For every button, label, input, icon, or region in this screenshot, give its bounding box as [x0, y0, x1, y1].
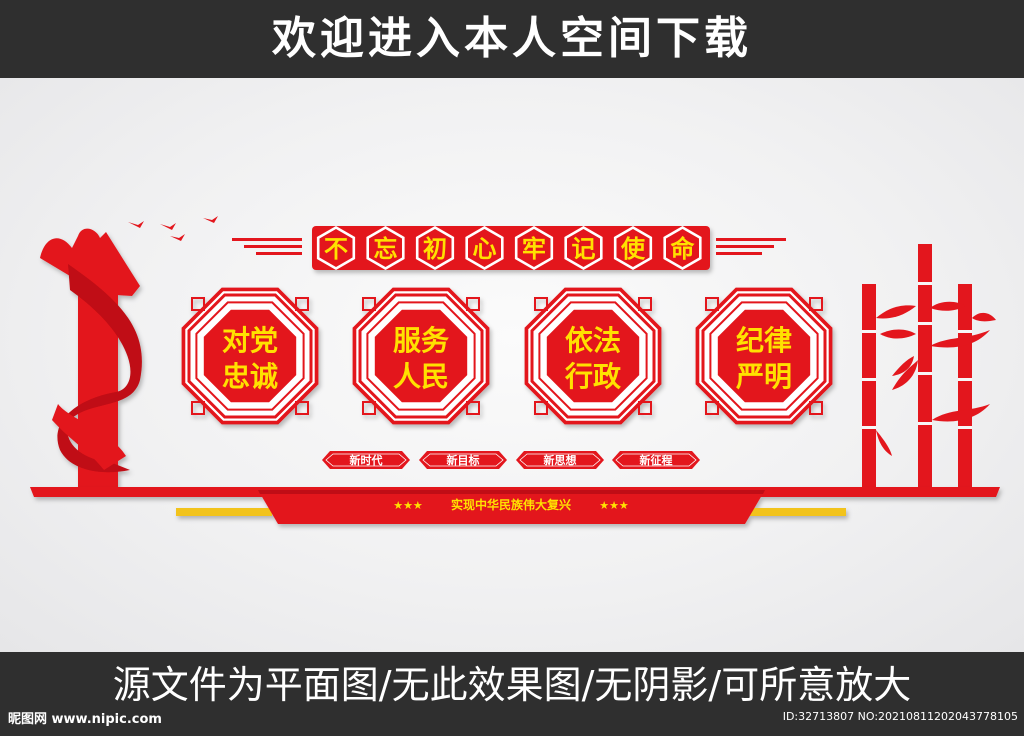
panel-line1: 依法	[565, 324, 621, 357]
panel-corner-lattice	[191, 297, 205, 311]
banner-char: 忘	[374, 235, 398, 263]
panel-center	[717, 309, 811, 403]
bottom-bar	[0, 652, 1024, 736]
panel-lattice	[358, 293, 484, 419]
birds-icon	[128, 216, 218, 241]
panel-corner-lattice	[705, 401, 719, 415]
banner-hexagon-fill	[616, 229, 650, 267]
panel-lattice	[187, 293, 313, 419]
panel-corner-lattice	[809, 401, 823, 415]
watermark-brand: 昵图网 www.nipic.com	[8, 712, 162, 727]
panel-line2: 人民	[393, 360, 449, 393]
panel-center	[203, 309, 297, 403]
panel-corner-lattice	[705, 297, 719, 311]
ribbon-shape	[612, 451, 700, 469]
banner-hexagon-fill	[567, 229, 600, 267]
panel-line1: 纪律	[736, 324, 792, 357]
slogan: ★★★ 实现中华民族伟大复兴 ★★★	[393, 497, 629, 512]
top-bar	[0, 0, 1024, 78]
huabiao-column-icon	[40, 228, 142, 490]
banner-char: 不	[324, 235, 348, 263]
panel-line2: 严明	[736, 360, 792, 393]
banner-char: 初	[423, 235, 447, 263]
ribbon-tag: 新征程	[612, 451, 700, 469]
panel-corner-lattice	[295, 401, 309, 415]
slogan-stars-right: ★★★	[599, 499, 629, 512]
panel-corner-lattice	[534, 401, 548, 415]
ribbon-outline	[615, 453, 697, 467]
banner-hexagon-fill	[418, 229, 452, 267]
banner-hexagon-fill	[517, 229, 551, 267]
base-bar	[30, 487, 1000, 524]
culture-wall-stage: 不忘初心牢记使命 对党忠诚服务人民依法行政纪律严明 新时代新目标新思想新征程 ★…	[0, 78, 1024, 652]
mission-banner: 不忘初心牢记使命	[312, 226, 710, 270]
ribbon-label: 新时代	[350, 453, 383, 467]
ribbon-label: 新征程	[640, 453, 673, 467]
ribbon-row: 新时代 新目标 新思想 新征程	[322, 451, 700, 469]
panel-corner-lattice	[191, 401, 205, 415]
ribbon-label: 新思想	[544, 453, 577, 467]
panel-line1: 服务	[393, 324, 449, 357]
slogan-text: 实现中华民族伟大复兴	[451, 497, 571, 512]
panel-corner-lattice	[362, 401, 376, 415]
banner-char: 牢	[522, 235, 546, 263]
ribbon-tag: 新时代	[322, 451, 410, 469]
panel-lattice-inner	[709, 301, 819, 411]
bamboo-icon	[862, 244, 996, 488]
panel-corner-lattice	[295, 297, 309, 311]
panel-line2: 忠诚	[222, 360, 278, 393]
panel-lattice	[701, 293, 827, 419]
panel-corner-lattice	[638, 297, 652, 311]
panel-lattice-inner	[366, 301, 476, 411]
ribbon-tag: 新目标	[419, 451, 507, 469]
banner-char: 记	[572, 235, 596, 263]
panel-corner-lattice	[362, 297, 376, 311]
panel-corner-lattice	[638, 401, 652, 415]
ribbon-shape	[516, 451, 604, 469]
slogan-stars-left: ★★★	[393, 499, 423, 512]
ribbon-outline	[325, 453, 407, 467]
watermark-id: ID:32713807 NO:20210811202043778105	[782, 710, 1018, 723]
banner-char: 使	[620, 235, 646, 263]
header-title: 欢迎进入本人空间下载	[272, 13, 752, 64]
banner-char: 命	[671, 235, 696, 263]
panel-line2: 行政	[564, 360, 621, 393]
panel-corner-lattice	[809, 297, 823, 311]
ribbon-shape	[322, 451, 410, 469]
ribbon-shape	[419, 451, 507, 469]
banner-hexagon-fill	[319, 229, 353, 267]
banner-hexagon-fill	[666, 229, 699, 267]
banner-plate	[312, 226, 710, 270]
panel-corner-lattice	[466, 297, 480, 311]
banner-char: 心	[473, 235, 497, 263]
ribbon-outline	[519, 453, 601, 467]
banner-hexagon-fill	[468, 229, 501, 267]
footer-caption: 源文件为平面图/无此效果图/无阴影/可所意放大	[112, 663, 912, 707]
panel-corner-lattice	[466, 401, 480, 415]
panel-lattice	[530, 293, 656, 419]
ribbon-tag: 新思想	[516, 451, 604, 469]
panel-line1: 对党	[222, 324, 278, 357]
panel-center	[374, 309, 468, 403]
ribbon-label: 新目标	[447, 453, 480, 467]
panel-lattice-inner	[538, 301, 648, 411]
banner-hexagon-fill	[369, 229, 402, 267]
culture-wall: 不忘初心牢记使命 对党忠诚服务人民依法行政纪律严明 新时代新目标新思想新征程 ★…	[30, 216, 1000, 524]
panel-corner-lattice	[534, 297, 548, 311]
ribbon-outline	[422, 453, 504, 467]
panel-lattice-inner	[195, 301, 305, 411]
panel-center	[546, 309, 640, 403]
banner-side-lines	[232, 238, 786, 255]
